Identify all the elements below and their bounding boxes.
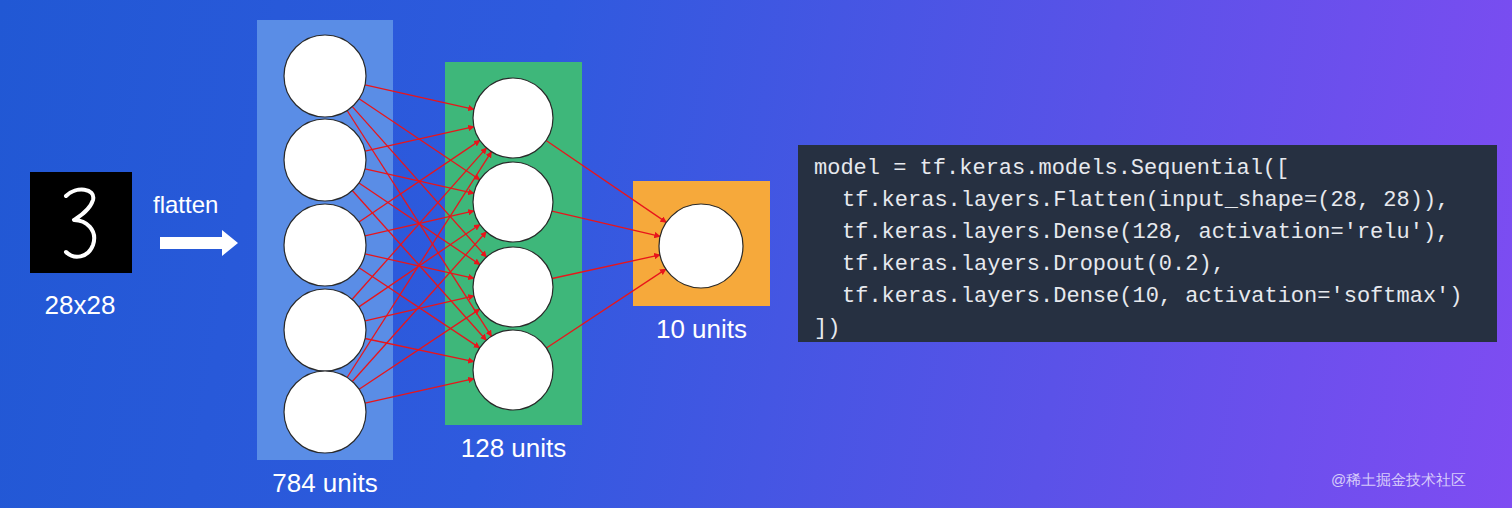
connection-line (365, 339, 474, 362)
connection-line (359, 309, 480, 389)
connection-line (546, 141, 666, 223)
code-line: tf.keras.layers.Flatten(input_shape=(28,… (842, 185, 1481, 217)
layer-size-label: 10 units (656, 314, 747, 345)
input-size-label: 28x28 (45, 290, 116, 321)
code-box: model = tf.keras.models.Sequential([tf.k… (798, 145, 1497, 342)
code-line: model = tf.keras.models.Sequential([ (814, 153, 1481, 185)
connection-line (552, 255, 660, 279)
neuron-circle (284, 289, 366, 371)
connection-line (347, 152, 491, 378)
digit-image (30, 172, 132, 273)
flatten-arrow (160, 230, 238, 256)
connection-line (546, 269, 666, 348)
connection-line (352, 232, 486, 382)
neuron-circle (659, 204, 743, 288)
layer-size-label: 128 units (461, 433, 567, 464)
connection-line (352, 148, 486, 299)
watermark: @稀土掘金技术社区 (1331, 471, 1466, 490)
layer-size-label: 784 units (272, 468, 378, 499)
neuron-circle (284, 371, 366, 453)
connection-line (365, 85, 474, 109)
neuron-circle (473, 162, 553, 242)
neuron-circle (284, 35, 366, 117)
connection-line (365, 379, 474, 403)
code-line: tf.keras.layers.Dense(128, activation='r… (842, 217, 1481, 249)
neuron-circle (284, 119, 366, 201)
connection-line (359, 99, 480, 180)
neuron-circle (473, 247, 553, 327)
code-line: tf.keras.layers.Dense(10, activation='so… (842, 281, 1481, 313)
neuron-circle (284, 204, 366, 286)
connection-line (365, 296, 474, 321)
code-line: ]) (814, 313, 1481, 345)
connection-line (347, 111, 491, 337)
connection-line (365, 127, 474, 151)
neuron-circle (473, 78, 553, 158)
handwritten-digit (66, 190, 94, 257)
connection-line (359, 225, 480, 307)
neuron-circle (473, 330, 553, 410)
connection-line (552, 211, 660, 236)
weight-connections (347, 85, 491, 403)
weight-connections (546, 141, 666, 349)
flatten-label: flatten (153, 191, 218, 219)
connection-line (359, 268, 480, 348)
code-line: tf.keras.layers.Dropout(0.2), (842, 249, 1481, 281)
connection-line (359, 140, 480, 222)
